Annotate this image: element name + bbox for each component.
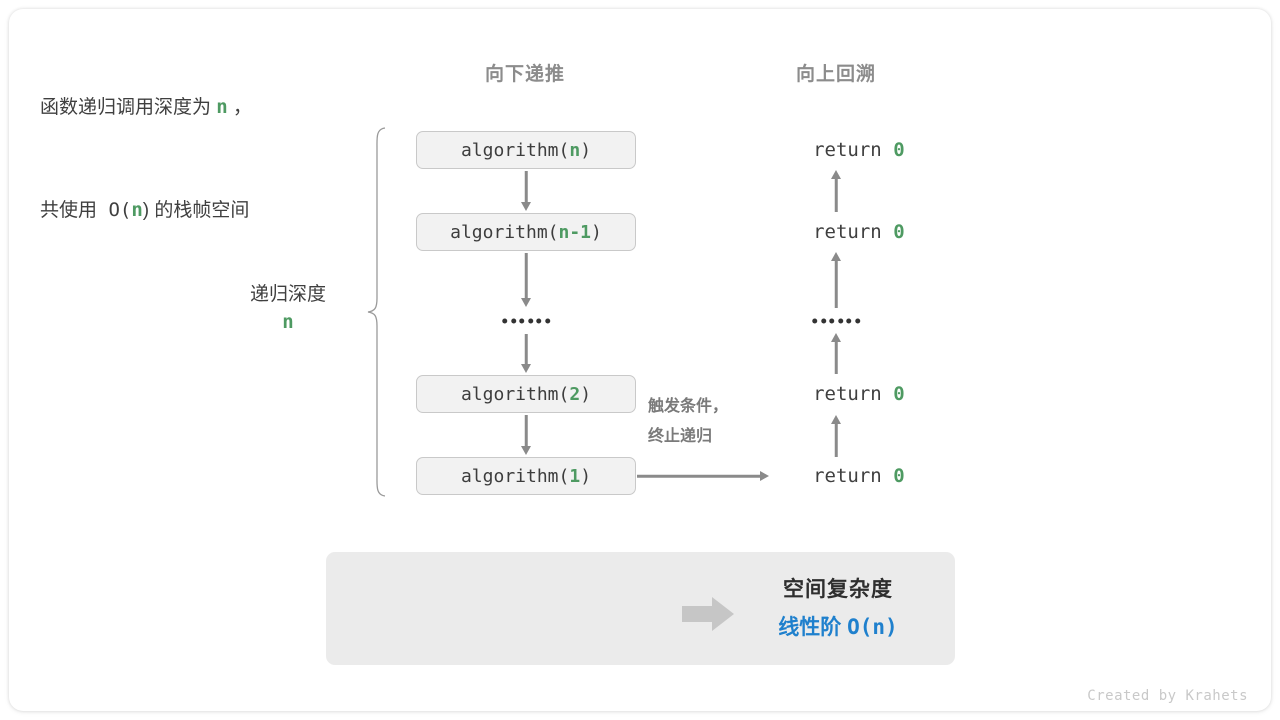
column-header-return-up: 向上回溯 [795, 64, 877, 85]
arrow-up-icon-2 [829, 252, 843, 308]
return-keyword: return [813, 465, 894, 487]
complexity-order-label: 线性阶 [778, 616, 848, 639]
return-label-1: return 0 [767, 117, 905, 183]
arrow-right-icon-base-case [637, 469, 769, 483]
return-value: 0 [893, 383, 905, 405]
call-box-n-minus-1[interactable]: algorithm(n-1) [416, 213, 636, 251]
call-box-suffix: ) [580, 383, 592, 405]
base-case-note-line1: 触发条件， [648, 398, 729, 415]
call-box-1[interactable]: algorithm(1) [416, 457, 636, 495]
arrow-down-icon-4 [519, 415, 533, 455]
arrow-up-icon-4 [829, 415, 843, 457]
base-case-note-line2: 终止递归 [648, 428, 713, 445]
return-keyword: return [813, 139, 894, 161]
recursion-depth-label: 递归深度 n [250, 282, 326, 336]
return-ellipsis [812, 318, 860, 324]
call-stack-ellipsis [502, 318, 550, 324]
block-right-arrow-icon [682, 597, 734, 631]
summary-line2-suffix: ) 的栈帧空间 [142, 200, 250, 221]
watermark: Created by Krahets [1087, 688, 1248, 704]
call-box-2[interactable]: algorithm(2) [416, 375, 636, 413]
return-label-4: return 0 [767, 443, 905, 509]
return-value: 0 [893, 139, 905, 161]
summary-left-text: 函数递归调用深度为 n ， 共使用 O(n) 的栈帧空间 [40, 22, 252, 296]
arrow-up-icon-3 [829, 333, 843, 374]
arrow-down-icon-1 [519, 171, 533, 211]
summary-left-line-2: 共使用 O(n) 的栈帧空间 [40, 193, 252, 228]
return-value: 0 [893, 465, 905, 487]
call-box-suffix: ) [580, 465, 592, 487]
call-box-suffix: ) [580, 139, 592, 161]
call-box-arg: n-1 [558, 221, 592, 243]
call-box-arg: 1 [569, 465, 581, 487]
summary-line1-prefix: 函数递归调用深度为 [40, 97, 217, 118]
arrow-down-icon-3 [519, 334, 533, 373]
call-box-n[interactable]: algorithm(n) [416, 131, 636, 169]
return-label-2: return 0 [767, 199, 905, 265]
summary-line1-suffix: ， [227, 97, 253, 118]
call-box-arg: 2 [569, 383, 581, 405]
arrow-up-icon-1 [829, 170, 843, 212]
summary-line1-n: n [216, 96, 228, 118]
call-box-prefix: algorithm( [450, 221, 559, 243]
return-keyword: return [813, 221, 894, 243]
recursion-depth-text: 递归深度 [249, 284, 327, 305]
return-label-3: return 0 [767, 361, 905, 427]
complexity-value: 线性阶 O(n) [718, 608, 958, 647]
call-box-suffix: ) [591, 221, 602, 243]
arrow-down-icon-2 [519, 253, 533, 307]
return-value: 0 [893, 221, 905, 243]
summary-right-text: 空间复杂度 线性阶 O(n) [718, 572, 958, 647]
column-header-recurse-down: 向下递推 [484, 64, 566, 85]
return-keyword: return [813, 383, 894, 405]
base-case-note: 触发条件， 终止递归 [648, 392, 728, 452]
complexity-big-o: O(n) [847, 615, 898, 639]
summary-line2-prefix: 共使用 O( [40, 199, 132, 221]
summary-left-line-1: 函数递归调用深度为 n ， [40, 90, 252, 125]
complexity-title: 空间复杂度 [783, 578, 893, 601]
recursion-depth-value: n [282, 311, 294, 333]
recursion-depth-brace [367, 127, 386, 497]
call-box-prefix: algorithm( [460, 383, 570, 405]
call-box-prefix: algorithm( [460, 139, 570, 161]
summary-line2-n: n [131, 199, 143, 221]
call-box-arg: n [569, 139, 581, 161]
call-box-prefix: algorithm( [460, 465, 570, 487]
summary-panel [326, 552, 955, 665]
